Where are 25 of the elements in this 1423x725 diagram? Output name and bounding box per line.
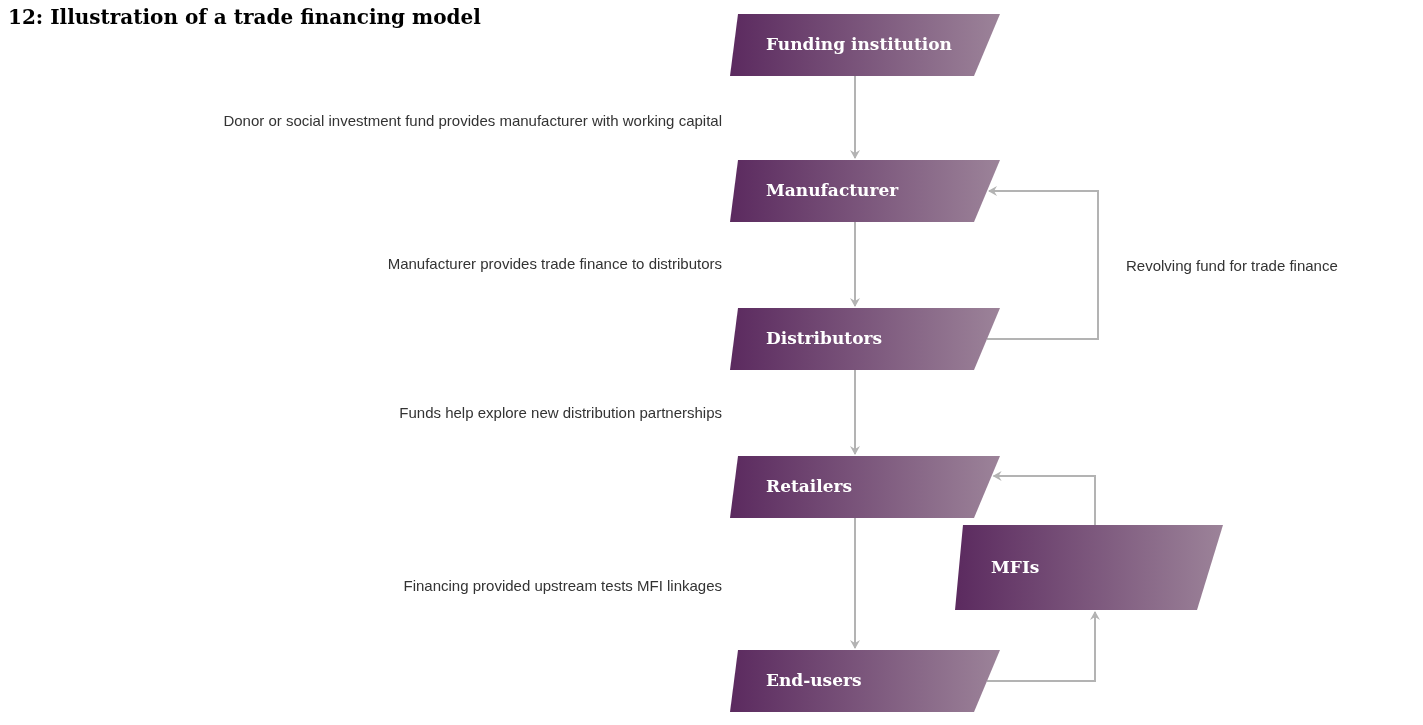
arrow: [986, 611, 1100, 682]
node-label: MFIs: [991, 555, 1041, 579]
arrow: [850, 517, 860, 649]
process-parallelogram: [955, 525, 1223, 610]
arrow: [992, 471, 1096, 526]
step-note: Funds help explore new distribution partnerships: [399, 403, 722, 423]
process-parallelogram: [730, 160, 1000, 222]
node-label: Manufacturer: [766, 179, 900, 203]
step-note: Manufacturer provides trade finance to distributors: [387, 254, 722, 274]
process-parallelogram: [730, 308, 1000, 370]
step-note: Donor or social investment fund provides manufacturer with working capital: [223, 111, 722, 131]
edge-label: Revolving fund for trade finance: [1126, 256, 1338, 276]
arrow: [850, 221, 860, 307]
node-label: End-users: [766, 669, 863, 693]
node-label: Retailers: [766, 475, 854, 499]
process-parallelogram: [730, 456, 1000, 518]
process-parallelogram: [730, 14, 1000, 76]
arrow: [850, 369, 860, 455]
node-label: Distributors: [766, 327, 883, 351]
step-note: Financing provided upstream tests MFI linkages: [403, 576, 722, 596]
process-parallelogram: [730, 650, 1000, 712]
node-label: Funding institution: [766, 33, 953, 57]
figure-title: 12: Illustration of a trade financing model: [8, 4, 481, 31]
arrow: [850, 75, 860, 159]
arrow: [986, 186, 1099, 340]
